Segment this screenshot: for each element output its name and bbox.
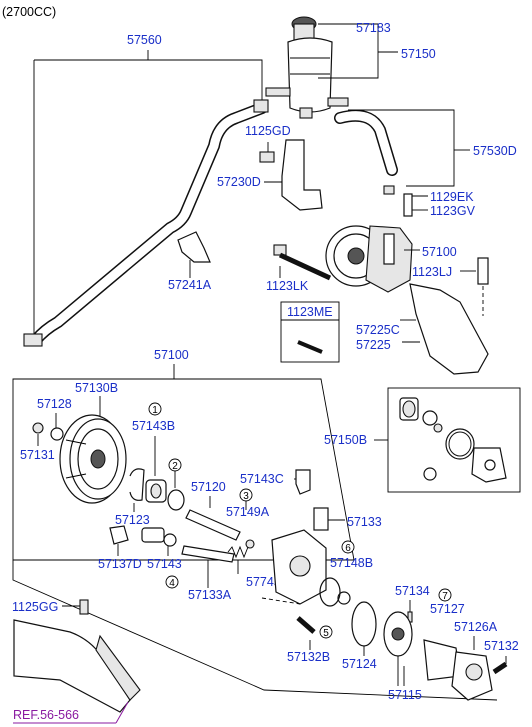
svg-text:7: 7 bbox=[442, 591, 448, 602]
bolt-1123GV bbox=[403, 193, 413, 217]
seal-kit-57150B-drawing bbox=[399, 397, 507, 483]
seal-2 bbox=[167, 489, 185, 511]
callout-6-a bbox=[341, 540, 355, 554]
svg-text:5: 5 bbox=[323, 628, 329, 639]
spring-57745 bbox=[227, 545, 249, 559]
label-1125GG[interactable]: 1125GG bbox=[12, 600, 58, 614]
clamp-57241A bbox=[177, 231, 211, 263]
label-57225C[interactable]: 57225C bbox=[356, 323, 400, 337]
label-57183[interactable]: 57183 bbox=[356, 21, 391, 35]
label-57150[interactable]: 57150 bbox=[401, 47, 436, 61]
shaft-57120 bbox=[185, 509, 241, 541]
svg-text:3: 3 bbox=[243, 491, 249, 502]
nut-57131 bbox=[32, 422, 44, 434]
label-57225[interactable]: 57225 bbox=[356, 338, 391, 352]
o-ring-5 bbox=[319, 577, 341, 607]
bolt-1123LK bbox=[278, 252, 332, 281]
kit-boundary-lower bbox=[12, 560, 498, 701]
label-57148B[interactable]: 57148B bbox=[330, 556, 373, 570]
bolt-57132 bbox=[492, 661, 508, 675]
label-1125GD[interactable]: 1125GD bbox=[245, 124, 291, 138]
label-57150B[interactable]: 57150B bbox=[324, 433, 367, 447]
bolt-1125GD bbox=[259, 151, 275, 163]
label-57133[interactable]: 57133 bbox=[347, 515, 382, 529]
connector-57133 bbox=[313, 507, 329, 531]
kit-boundary-upper bbox=[12, 378, 355, 561]
label-57131[interactable]: 57131 bbox=[20, 448, 55, 462]
callout-7-a bbox=[438, 588, 452, 602]
label-57143C[interactable]: 57143C bbox=[240, 472, 284, 486]
label-57132[interactable]: 57132 bbox=[484, 639, 519, 653]
label-57230D[interactable]: 57230D bbox=[217, 175, 261, 189]
label-57124[interactable]: 57124 bbox=[342, 657, 377, 671]
pulley-57130B-drawing bbox=[59, 414, 127, 504]
label-1123GV[interactable]: 1123GV bbox=[430, 204, 476, 218]
bracket-57230D bbox=[281, 139, 323, 211]
label-57137D[interactable]: 57137D bbox=[98, 557, 142, 571]
o-ring-4 bbox=[163, 533, 177, 547]
label-57127[interactable]: 57127 bbox=[430, 602, 465, 616]
leader-57115 bbox=[397, 656, 405, 686]
label-57100-kit[interactable]: 57100 bbox=[154, 348, 189, 362]
label-1123ME[interactable]: 1123ME bbox=[287, 305, 333, 319]
label-57134[interactable]: 57134 bbox=[395, 584, 430, 598]
bolt-1123ME bbox=[297, 340, 323, 354]
svg-text:1: 1 bbox=[152, 405, 158, 416]
label-57100-top[interactable]: 57100 bbox=[422, 245, 457, 259]
callout-4-a bbox=[165, 575, 179, 589]
plate-57124 bbox=[351, 601, 377, 647]
hose-57143C bbox=[295, 469, 311, 495]
label-57560[interactable]: 57560 bbox=[127, 33, 162, 47]
hose-57560 bbox=[30, 102, 268, 346]
label-1129EK[interactable]: 1129EK bbox=[430, 190, 474, 204]
label-57530D[interactable]: 57530D bbox=[473, 144, 517, 158]
ref-link[interactable]: REF.56-566 bbox=[13, 708, 79, 722]
leader-57560 bbox=[34, 59, 263, 100]
label-57149A[interactable]: 57149A bbox=[226, 505, 270, 519]
label-57745[interactable]: 57745 bbox=[246, 575, 281, 589]
snap-ring-57123 bbox=[129, 468, 145, 501]
bolt-57132B bbox=[296, 616, 316, 634]
seal-57148B bbox=[337, 591, 351, 605]
bolt-1125GG bbox=[79, 599, 89, 615]
spool-57133A bbox=[181, 545, 235, 563]
reservoir-57150-drawing bbox=[265, 16, 349, 119]
label-1123LJ[interactable]: 1123LJ bbox=[412, 265, 452, 279]
label-57143B[interactable]: 57143B bbox=[132, 419, 175, 433]
washer-57128 bbox=[50, 427, 64, 441]
pump-assembly-top-drawing bbox=[325, 225, 413, 293]
label-57130B[interactable]: 57130B bbox=[75, 381, 118, 395]
leader-57183 bbox=[318, 23, 379, 79]
engine-label: (2700CC) bbox=[2, 5, 56, 19]
fitting-57137D bbox=[109, 525, 129, 545]
leader-57530D bbox=[348, 109, 455, 187]
svg-text:6: 6 bbox=[345, 543, 351, 554]
callout-1-a bbox=[148, 402, 162, 416]
pin-57149A bbox=[245, 539, 255, 549]
label-57132B[interactable]: 57132B bbox=[287, 650, 330, 664]
box-1123ME bbox=[280, 301, 340, 363]
label-57115[interactable]: 57115 bbox=[388, 688, 422, 702]
label-57120[interactable]: 57120 bbox=[191, 480, 226, 494]
bracket-57225 bbox=[409, 283, 489, 375]
label-57128[interactable]: 57128 bbox=[37, 397, 72, 411]
label-57126A[interactable]: 57126A bbox=[454, 620, 498, 634]
label-57143[interactable]: 57143 bbox=[147, 557, 182, 571]
callout-5-a bbox=[319, 625, 333, 639]
bolt-1123LJ bbox=[477, 257, 489, 285]
svg-text:4: 4 bbox=[169, 578, 175, 589]
label-57241A[interactable]: 57241A bbox=[168, 278, 212, 292]
svg-text:2: 2 bbox=[172, 461, 178, 472]
label-57123[interactable]: 57123 bbox=[115, 513, 150, 527]
label-1123LK[interactable]: 1123LK bbox=[266, 279, 309, 293]
label-57133A[interactable]: 57133A bbox=[188, 588, 232, 602]
valve-57143 bbox=[141, 527, 165, 543]
